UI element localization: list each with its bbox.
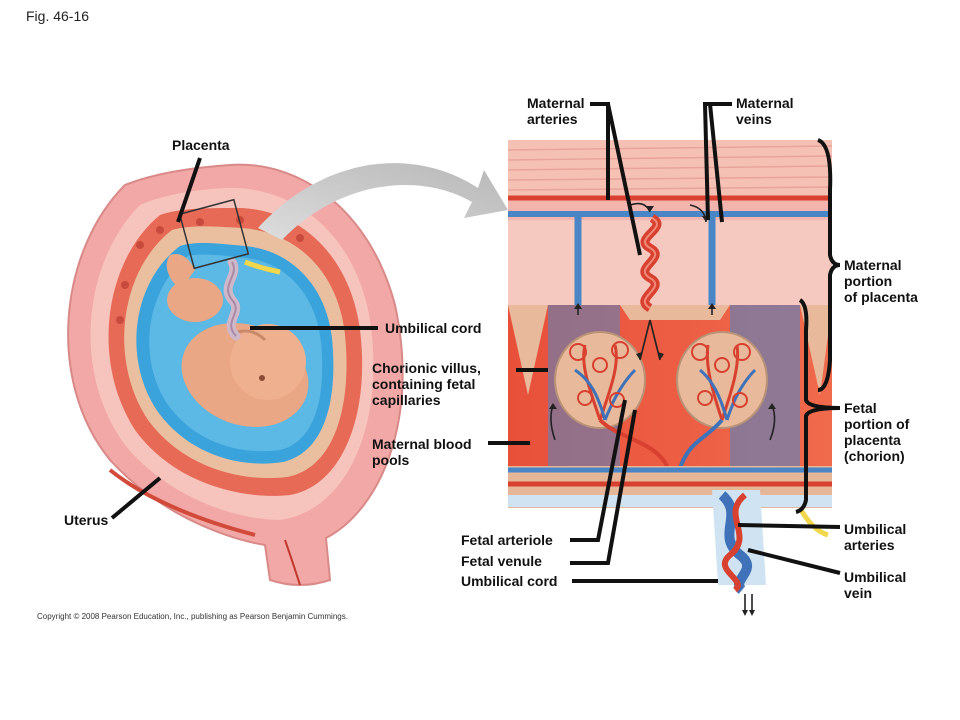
label-maternal-veins: Maternal veins [736, 95, 794, 127]
umbilical-vein-coil [718, 491, 752, 594]
umbilical-cord-coil-detail [227, 261, 237, 337]
cervix-line [108, 468, 256, 537]
figure-label: Fig. 46-16 [26, 8, 90, 24]
leader-maternal-veins-a [702, 102, 732, 221]
label-fetal-portion: Fetal portion of placenta (chorion) [844, 400, 910, 464]
spiral-artery-highlight [643, 217, 658, 309]
label-umbilical-cord-left: Umbilical cord [385, 320, 482, 336]
bracket-fetal [795, 298, 841, 514]
leader-uterus [110, 476, 162, 520]
uterus-illustration [67, 163, 404, 586]
yolk-vessel [797, 506, 829, 538]
myometrium-lines [507, 145, 833, 191]
zoom-arrow [258, 163, 508, 240]
label-umbilical-cord-bottom: Umbilical cord [461, 573, 558, 589]
leader-fetal-arteriole [570, 399, 627, 542]
zoom-box [178, 198, 250, 270]
amnion [508, 495, 832, 507]
leader-umbilical-vein [747, 548, 841, 575]
label-chorionic-villus: Chorionic villus, containing fetal capil… [372, 360, 481, 408]
label-placenta: Placenta [172, 137, 230, 153]
label-uterus: Uterus [64, 512, 109, 528]
label-maternal-arteries: Maternal arteries [527, 95, 585, 127]
leader-maternal-arteries-b [606, 103, 642, 256]
cervical-canal [284, 539, 301, 586]
label-umbilical-arteries: Umbilical arteries [844, 521, 907, 553]
label-maternal-blood-pools: Maternal blood pools [372, 436, 472, 468]
yolk-stalk [244, 259, 281, 275]
fetus [166, 254, 309, 427]
leader-placenta [176, 157, 202, 223]
leader-maternal-veins-b [708, 103, 724, 223]
label-fetal-arteriole: Fetal arteriole [461, 532, 553, 548]
label-fetal-venule: Fetal venule [461, 553, 542, 569]
bracket-maternal [817, 138, 841, 392]
decidua-basalis [508, 220, 832, 305]
villus-trunk-left [598, 418, 670, 469]
copyright-notice: Copyright © 2008 Pearson Education, Inc.… [37, 612, 348, 621]
label-maternal-portion: Maternal portion of placenta [844, 257, 918, 305]
placenta-section [507, 140, 833, 616]
leader-lines [110, 102, 841, 583]
umbilical-artery-coil [721, 492, 748, 593]
label-umbilical-vein: Umbilical vein [844, 569, 907, 601]
septum-left [508, 305, 548, 395]
villus-trunk-right [678, 418, 724, 469]
leader-fetal-venule [570, 409, 637, 565]
leader-umbilical-arteries [737, 523, 841, 529]
